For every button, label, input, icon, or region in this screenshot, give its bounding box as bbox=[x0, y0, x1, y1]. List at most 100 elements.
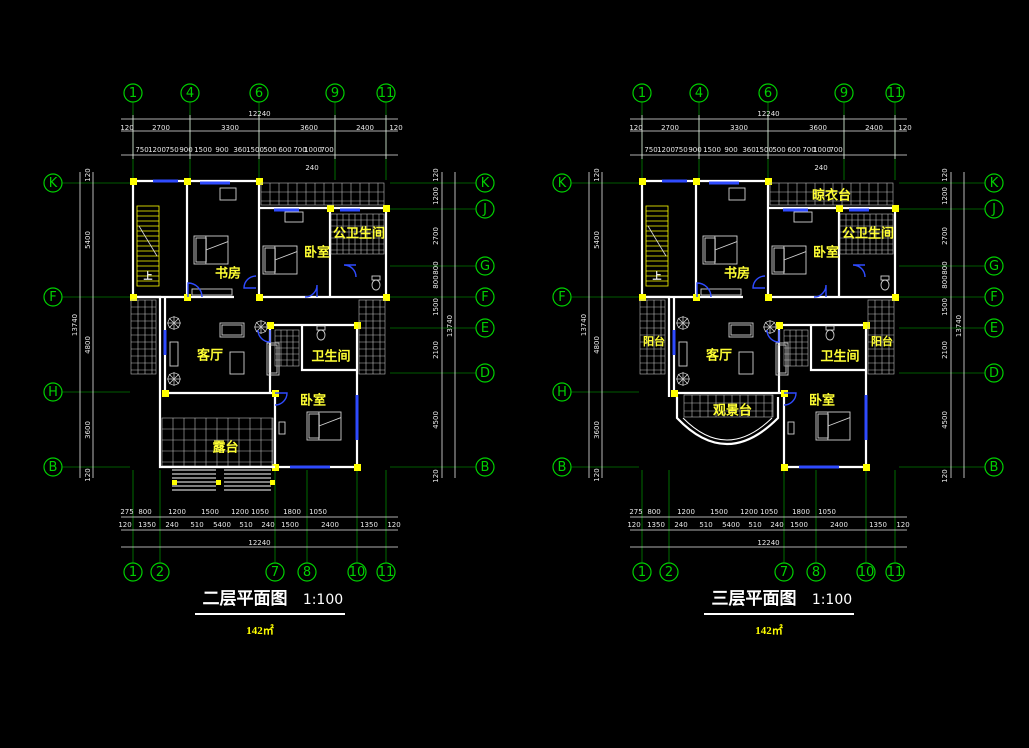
axis-label: H bbox=[557, 385, 567, 400]
wall-bath-box bbox=[300, 325, 357, 372]
structural-column bbox=[383, 294, 390, 301]
plant-leaf bbox=[168, 317, 175, 324]
dim-text: 360 bbox=[233, 146, 246, 154]
label-living: 客厅 bbox=[706, 348, 732, 363]
toilet-bowl bbox=[825, 329, 835, 341]
sofa-seat bbox=[730, 324, 752, 336]
axis-label: F bbox=[481, 290, 488, 305]
axis-label: F bbox=[49, 290, 56, 305]
door-swing bbox=[766, 329, 780, 343]
tv-cabinet bbox=[169, 341, 179, 367]
dim-text-vertical: 4800 bbox=[593, 336, 601, 354]
axis-label: D bbox=[989, 366, 999, 381]
bed-pillow bbox=[704, 237, 716, 263]
axis-label: K bbox=[481, 176, 490, 191]
dim-text: 5400 bbox=[722, 521, 740, 529]
axis-label: B bbox=[990, 460, 999, 475]
dim-text-vertical: 13740 bbox=[71, 314, 79, 336]
dim-text: 1050 bbox=[309, 508, 327, 516]
axis-label: B bbox=[481, 460, 490, 475]
dim-text: 5400 bbox=[213, 521, 231, 529]
label-bedroom-lower: 卧室 bbox=[300, 393, 326, 408]
bed-pillow bbox=[308, 413, 320, 439]
dim-text-vertical: 3600 bbox=[84, 421, 92, 439]
dim-text: 510 bbox=[699, 521, 712, 529]
stair-arrow bbox=[138, 225, 158, 257]
dim-text: 1500 bbox=[246, 146, 264, 154]
structural-column bbox=[130, 294, 137, 301]
plan-area: 142㎡ bbox=[246, 623, 274, 637]
dim-text: 1200 bbox=[168, 508, 186, 516]
dim-text-vertical: 2700 bbox=[432, 227, 440, 245]
sofa-frame bbox=[219, 322, 245, 338]
axis-label: 1 bbox=[129, 565, 137, 580]
dim-text: 120 bbox=[898, 124, 911, 132]
dim-text-vertical: 2100 bbox=[941, 341, 949, 359]
dim-text: 1500 bbox=[710, 508, 728, 516]
dim-text: 500 bbox=[772, 146, 785, 154]
axis-label: 1 bbox=[638, 565, 646, 580]
plant-leaf bbox=[682, 317, 689, 324]
sofa-seat bbox=[777, 344, 787, 374]
dim-text-vertical: 2700 bbox=[941, 227, 949, 245]
dim-text-vertical: 2100 bbox=[432, 341, 440, 359]
door-swing bbox=[343, 264, 357, 278]
dim-text-vertical: 13740 bbox=[446, 315, 454, 337]
label-balcony-top: 晾衣台 bbox=[812, 188, 851, 203]
axis-label: 9 bbox=[331, 86, 339, 101]
label-balcony-right: 阳台 bbox=[871, 334, 893, 348]
plant-icon bbox=[254, 320, 268, 334]
dim-text: 12240 bbox=[248, 110, 270, 118]
label-bath: 卫生间 bbox=[311, 349, 350, 364]
dim-text: 1200 bbox=[740, 508, 758, 516]
structural-column bbox=[354, 464, 361, 471]
axis-label: 1 bbox=[129, 86, 137, 101]
structural-column bbox=[892, 294, 899, 301]
stair-up-label: 上 bbox=[143, 270, 152, 281]
sofa-icon bbox=[775, 342, 789, 376]
label-balcony-left: 阳台 bbox=[643, 334, 665, 348]
axis-label: 11 bbox=[887, 565, 904, 580]
toilet-tank bbox=[316, 325, 326, 331]
structural-column bbox=[671, 390, 678, 397]
dim-text-vertical: 800 bbox=[941, 275, 949, 288]
structural-column bbox=[184, 294, 191, 301]
bed-fold-line bbox=[274, 251, 298, 261]
structural-column bbox=[892, 205, 899, 212]
terrace-wall bbox=[158, 397, 275, 469]
plant-leaf bbox=[173, 317, 180, 324]
dim-text: 510 bbox=[190, 521, 203, 529]
structural-column bbox=[383, 205, 390, 212]
dim-text-vertical: 120 bbox=[941, 469, 949, 482]
axis-label: 8 bbox=[303, 565, 311, 580]
structural-column bbox=[693, 178, 700, 185]
curved-balcony-inner bbox=[682, 417, 773, 441]
coffee-table bbox=[229, 351, 245, 375]
coffee-table bbox=[738, 351, 754, 375]
dim-text-vertical: 5400 bbox=[84, 231, 92, 249]
bed-icon bbox=[771, 245, 807, 275]
axis-label: 11 bbox=[378, 565, 395, 580]
door-swing bbox=[304, 284, 318, 298]
plant-leaf bbox=[173, 378, 180, 385]
dim-text-vertical: 120 bbox=[84, 168, 92, 181]
structural-column bbox=[130, 178, 137, 185]
dim-text: 3300 bbox=[730, 124, 748, 132]
step-post bbox=[216, 480, 221, 485]
dim-text-vertical: 800 bbox=[432, 275, 440, 288]
dim-text: 750 bbox=[644, 146, 657, 154]
structural-column bbox=[354, 322, 361, 329]
stair-arrow bbox=[647, 225, 667, 257]
door-swing bbox=[243, 275, 257, 289]
sofa-icon bbox=[266, 342, 280, 376]
plant-leaf bbox=[682, 373, 689, 380]
structural-column bbox=[693, 294, 700, 301]
axis-label: 4 bbox=[695, 86, 703, 101]
label-bedroom-upper: 卧室 bbox=[813, 245, 839, 260]
axis-label: 11 bbox=[378, 86, 395, 101]
axis-label: 2 bbox=[665, 565, 673, 580]
axis-label: 7 bbox=[271, 565, 279, 580]
bed-frame bbox=[262, 245, 298, 275]
dim-text: 900 bbox=[688, 146, 701, 154]
